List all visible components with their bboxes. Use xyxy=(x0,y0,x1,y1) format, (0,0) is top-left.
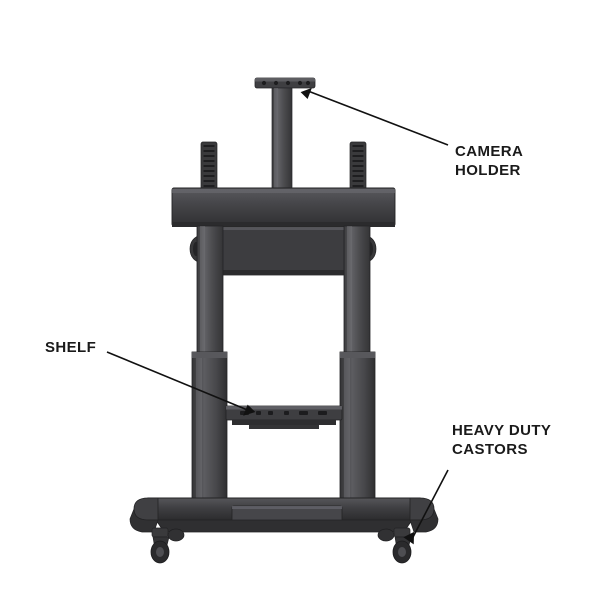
callout-label-camera-holder: CAMERA HOLDER xyxy=(455,143,524,179)
screen-mount-crossbar xyxy=(171,187,396,227)
castor-rear-left xyxy=(167,528,185,542)
arrowhead-castors xyxy=(403,531,415,545)
castor-front-right xyxy=(392,527,412,564)
arrowhead-shelf xyxy=(243,404,256,416)
callout-label-heavy-duty-castors: HEAVY DUTY CASTORS xyxy=(452,422,552,458)
base-assembly xyxy=(129,497,439,533)
callout-leader-lines xyxy=(106,87,449,545)
castor-rear-right xyxy=(377,528,395,542)
shelf-part xyxy=(225,405,343,429)
camera-holder-part xyxy=(254,77,316,189)
mount-rails xyxy=(200,141,367,191)
leader-line-shelf xyxy=(106,351,251,412)
vesa-bracket xyxy=(189,226,377,276)
castor-front-left xyxy=(150,527,170,564)
callout-label-shelf: SHELF xyxy=(45,339,97,356)
lower-columns xyxy=(191,351,376,503)
leader-line-castors xyxy=(411,469,449,540)
leader-line-camera-holder xyxy=(307,90,449,146)
upper-columns xyxy=(196,225,371,357)
arrowhead-camera-holder xyxy=(300,87,312,100)
